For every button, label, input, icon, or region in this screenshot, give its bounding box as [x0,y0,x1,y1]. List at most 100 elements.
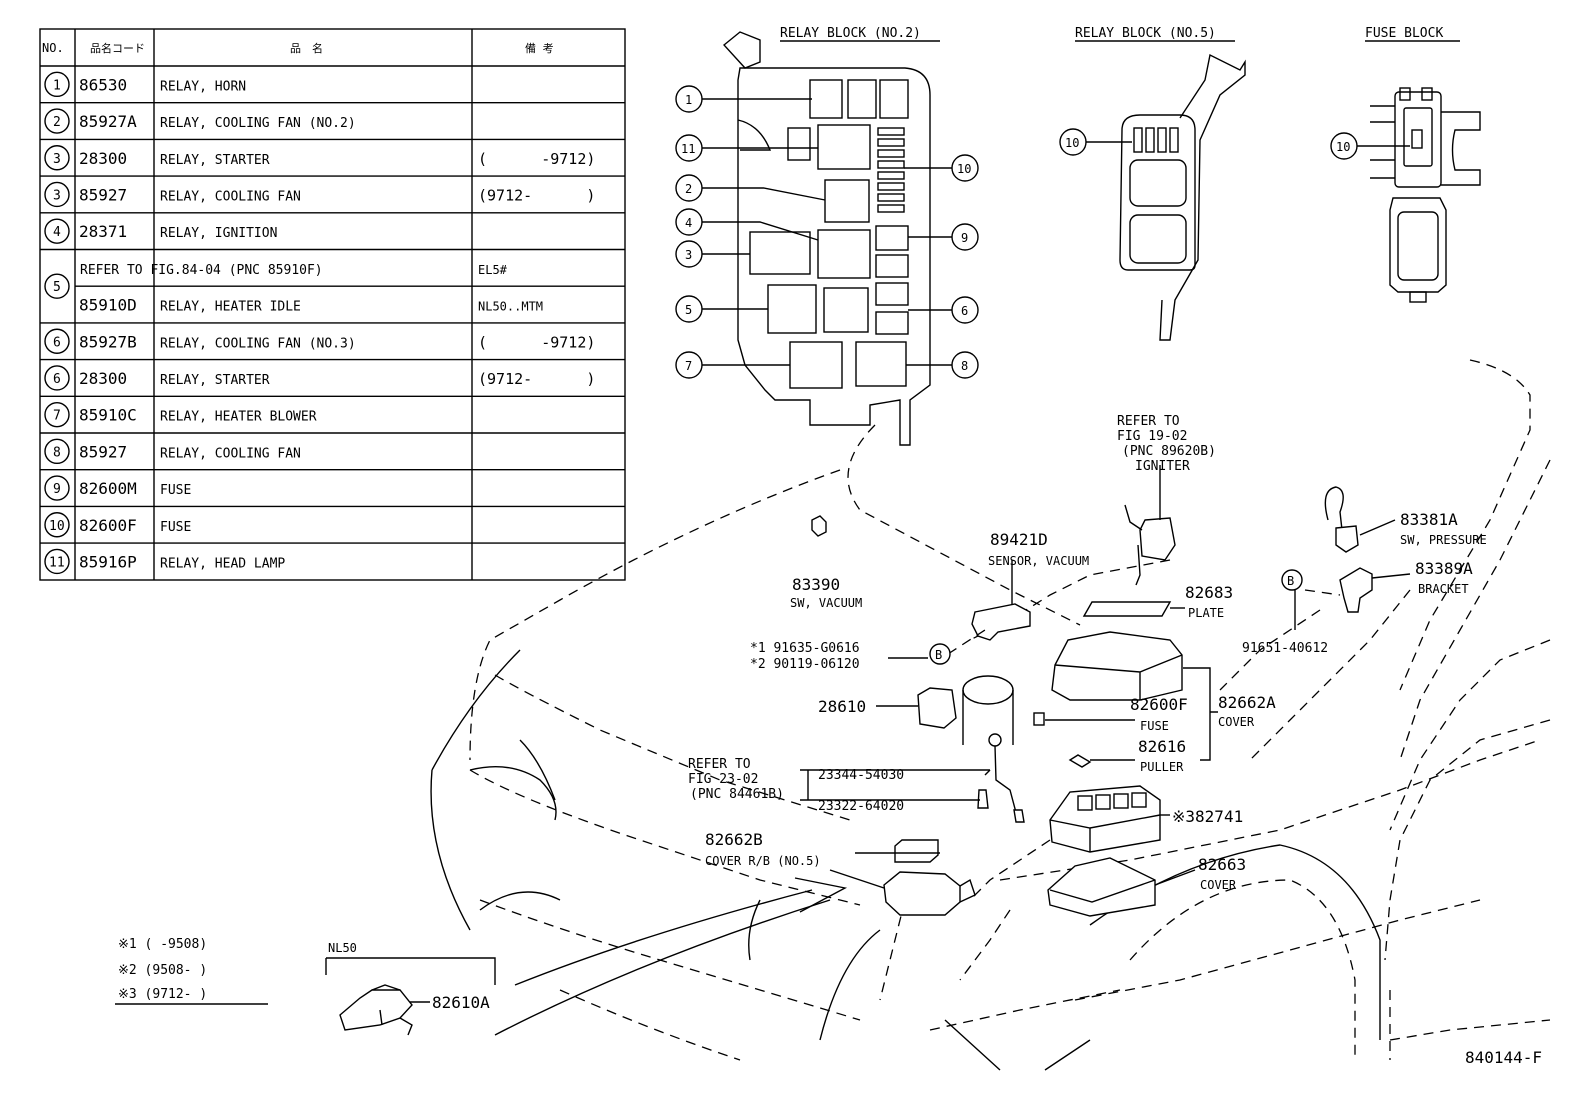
table-row-code: 28300 [79,149,127,168]
label-83381a-desc: SW, PRESSURE [1400,533,1487,547]
table-row-name: RELAY, HEAD LAMP [160,556,285,571]
table-row-code: 82600M [79,479,137,498]
table-row-number: 5 [53,280,61,295]
table-row-name: RELAY, COOLING FAN (NO.3) [160,336,356,351]
table-row-number: 10 [49,519,65,534]
table-row-number-circle [44,401,70,428]
table-row-name: RELAY, IGNITION [160,226,277,241]
label-83381a: 83381A [1400,510,1458,529]
table-row-remark: NL50..MTM [478,300,543,314]
table-row-name: FUSE [160,520,191,535]
relay-cube [1095,794,1111,810]
table-row-number: 6 [53,335,61,350]
table-row-number: 6 [53,372,61,387]
label-83390-desc: SW, VACUUM [790,596,862,610]
label-83389a: 83389A [1415,559,1473,578]
table-row-code: 86530 [79,75,127,94]
table-row-number-circle [44,145,70,171]
label-82616-desc: PULLER [1140,760,1184,774]
table-row-code: 85927 [79,185,127,204]
table-row-remark: ( -9712) [478,150,595,168]
label-82662b-desc: COVER R/B (NO.5) [705,854,821,868]
label-nl50: NL50 [328,941,357,955]
callout-text-c6: 6 [961,304,968,318]
leader-lines [325,519,1411,1003]
table-row-number: 3 [53,188,61,203]
part-labels: 83390 SW, VACUUM 89421D SENSOR, VACUUM R… [115,414,1542,1067]
table-row-name: RELAY, STARTER [160,373,270,388]
table-row-number-circle [44,475,70,501]
table-row-number-circle [44,438,70,465]
refer1-line3: (PNC 89620B) [1122,444,1216,459]
label-83390: 83390 [792,575,840,594]
relay-block-5-title: RELAY BLOCK (NO.5) [1075,26,1216,41]
vehicle-outline [430,359,1551,1071]
callout-circle-c2 [675,174,703,202]
header-code: 品名コード [90,41,145,55]
fuse-slot [877,149,905,158]
label-28610: 28610 [818,697,866,716]
table-row-name: REFER TO FIG.84-04 (PNC 85910F) [80,263,323,278]
callout-circle-c8 [951,351,979,379]
label-89421d: 89421D [990,530,1048,549]
label-82662a: 82662A [1218,693,1276,712]
table-row-number-circle [44,365,70,391]
table-row-number: 8 [53,445,61,460]
table-row-number-circle [44,181,70,208]
fuse-slot [877,182,905,191]
callout-text-c10: 10 [957,162,971,176]
part-illustrations [339,465,1373,1036]
table-row-number: 4 [53,225,61,240]
label-bolt-2: *2 90119-06120 [750,657,860,672]
table-row-number: 1 [53,78,61,93]
callout-10-fuse-text: 10 [1336,140,1350,154]
table-row-name: RELAY, COOLING FAN [160,189,301,204]
callout-10-rb5: 10 [1059,128,1087,156]
table-row-name: FUSE [160,483,191,498]
table-row-number-circle [44,218,70,244]
table-row-number-circle [44,512,70,538]
callout-circle-c7 [675,351,703,379]
table-row-code: 82600F [79,516,137,535]
note-3: ※3 (9712- ) [118,987,207,1002]
label-82616: 82616 [1138,737,1186,756]
callout-text-c3: 3 [685,248,692,262]
callout-circle-c10 [951,154,979,182]
table-row-number-circle [44,108,70,134]
table-row-name: RELAY, HEATER BLOWER [160,410,317,425]
table-row-number-circle [44,328,70,354]
callout-text-c7: 7 [685,359,692,373]
callout-leader [702,221,819,241]
table-row-name: RELAY, STARTER [160,153,270,168]
callout-text-c5: 5 [685,303,692,317]
label-82662b: 82662B [705,830,763,849]
table-row-name: RELAY, HEATER IDLE [160,300,301,315]
fuse-block-title: FUSE BLOCK [1365,26,1443,41]
label-82683: 82683 [1185,583,1233,602]
label-82610a: 82610A [432,993,490,1012]
callout-circle-c5 [675,295,703,323]
callout-text-c8: 8 [961,359,968,373]
refer1-line1: REFER TO [1117,414,1180,429]
note-2: ※2 (9508- ) [118,963,207,978]
callout-b-right: B [1281,569,1303,591]
label-83389a-desc: BRACKET [1418,582,1469,596]
label-82600f-desc: FUSE [1140,719,1169,733]
table-row-remark: (9712- ) [478,186,595,204]
relay-block-no5: RELAY BLOCK (NO.5) [1075,26,1246,341]
table-row-name: RELAY, COOLING FAN (NO.2) [160,116,356,131]
callout-circle-c6 [951,296,979,324]
callout-text-c4: 4 [685,216,692,230]
callout-b-left-text: B [935,648,942,662]
label-bolt-1: *1 91635-G0616 [750,641,860,656]
label-82663-desc: COVER [1200,878,1237,892]
callout-b-left: B [929,643,951,665]
table-row-number-circle [44,71,70,98]
note-1: ※1 ( -9508) [118,937,207,952]
fuse-slot [877,127,905,136]
callout-b-right-text: B [1287,574,1294,588]
label-23322: 23322-64020 [818,799,904,814]
